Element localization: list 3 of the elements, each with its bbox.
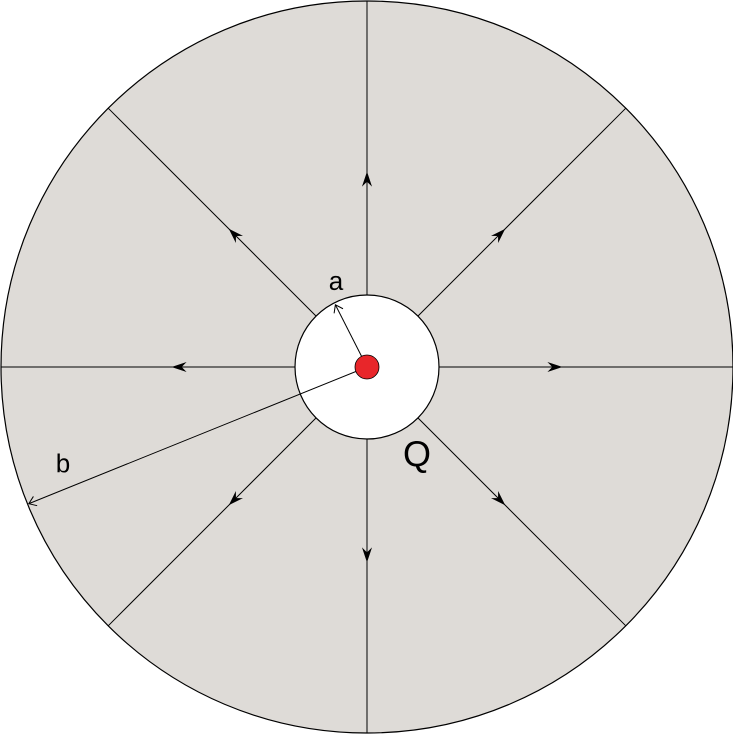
variable-label: Q	[404, 441, 430, 473]
variable-label: b	[57, 453, 70, 473]
variable-label: a	[330, 276, 344, 290]
